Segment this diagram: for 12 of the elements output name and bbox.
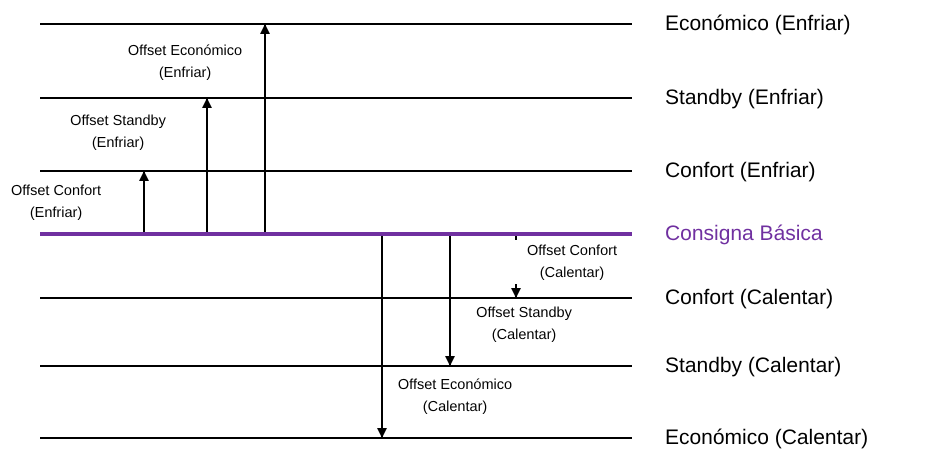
arrow [260,24,270,232]
arrow [377,236,387,438]
arrow [445,236,455,366]
level-label: Confort (Calentar) [665,285,834,311]
level-label: Económico (Calentar) [665,425,868,450]
arrow [139,171,149,232]
level-label: Standby (Enfriar) [665,85,824,111]
level-label: Standby (Calentar) [665,353,842,379]
arrow [202,98,212,232]
level-label: Confort (Enfriar) [665,158,816,184]
level-label: Económico (Enfriar) [665,11,851,37]
level-label: Consigna Básica [665,221,823,247]
